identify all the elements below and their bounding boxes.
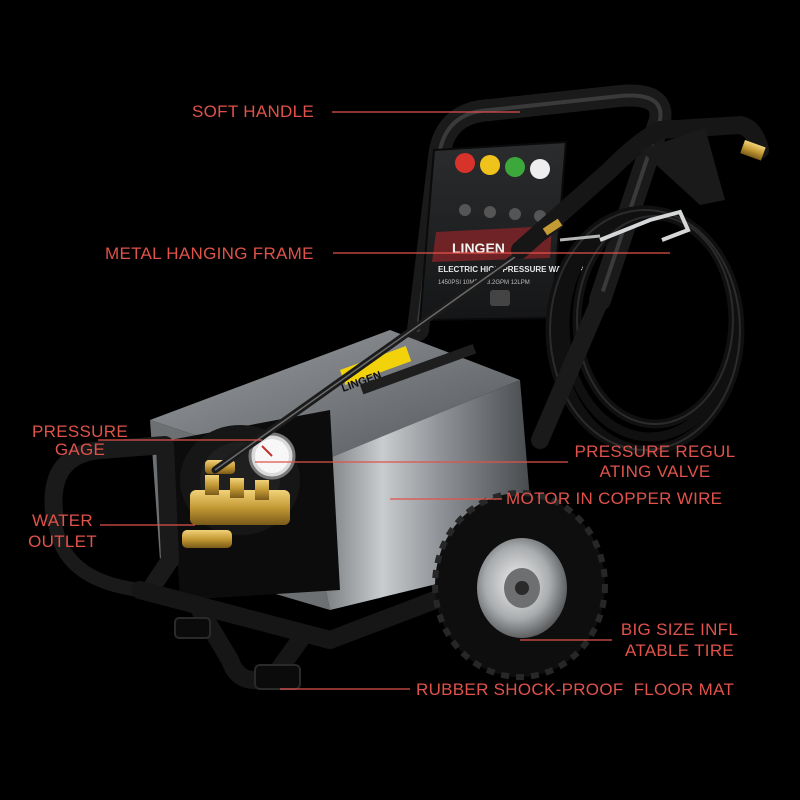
callout-pressure-regulating-line1: PRESSURE REGUL	[574, 442, 736, 461]
nozzle-tip-yellow	[480, 155, 500, 175]
callout-pressure-gage: PRESSURE GAGE	[30, 421, 130, 460]
panel-title: ELECTRIC HIGH PRESSURE WASHER	[438, 265, 584, 274]
callout-motor: MOTOR IN COPPER WIRE	[506, 489, 723, 508]
callout-pressure-regulating-valve: PRESSURE REGUL ATING VALVE	[570, 441, 740, 482]
callout-inflatable-tire: BIG SIZE INFL ATABLE TIRE	[612, 619, 747, 661]
callout-pressure-gage-line2: GAGE	[54, 440, 106, 459]
nozzle-tip-white	[530, 159, 550, 179]
callout-tire-line1: BIG SIZE INFL	[620, 620, 739, 639]
callout-pressure-gage-line1: PRESSURE	[32, 422, 128, 441]
rubber-foot	[254, 664, 301, 690]
spray-gun	[640, 128, 725, 205]
front-handle-bar	[44, 436, 179, 599]
callout-floor-mat: RUBBER SHOCK-PROOF FLOOR MAT	[416, 680, 735, 699]
callout-pressure-regulating-line2: ATING VALVE	[599, 462, 711, 481]
panel-logo: LINGEN	[452, 240, 505, 256]
callout-metal-hanging-frame: METAL HANGING FRAME	[105, 244, 314, 263]
callout-water-outlet-line2: OUTLET	[28, 532, 97, 551]
callout-tire-line2: ATABLE TIRE	[624, 641, 735, 660]
callout-water-outlet-line1: WATER	[32, 511, 93, 530]
metal-hanging-frame	[599, 209, 691, 242]
panel-nozzle-icons	[459, 204, 546, 222]
brass-pump	[182, 460, 290, 548]
nozzle-tip-green	[505, 157, 525, 177]
callout-soft-handle: SOFT HANDLE	[192, 102, 315, 121]
inflatable-tire	[432, 490, 608, 680]
nozzle-tip-red	[455, 153, 475, 173]
callout-water-outlet: WATER OUTLET	[20, 510, 105, 552]
